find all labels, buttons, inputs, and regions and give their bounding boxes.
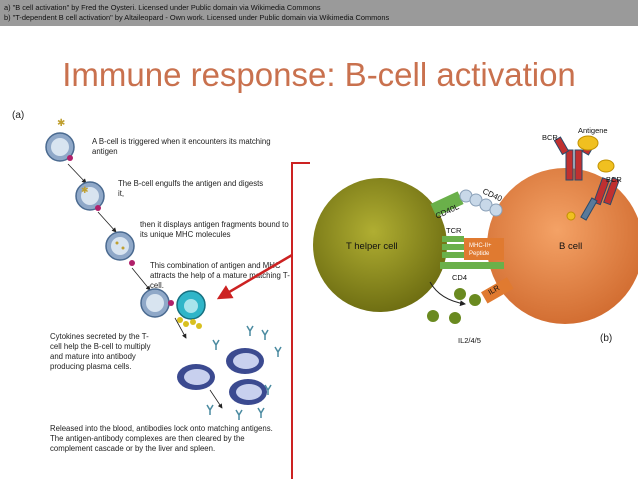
red-arrow bbox=[216, 253, 293, 300]
step-5-text: Cytokines secreted by the T-cell help th… bbox=[50, 332, 151, 371]
step-1-text: A B-cell is triggered when it encounters… bbox=[92, 137, 271, 156]
slide-title: Immune response: B-cell activation bbox=[62, 56, 576, 93]
svg-text:✱: ✱ bbox=[81, 185, 89, 195]
plasma-cells bbox=[177, 348, 267, 405]
b-cell-step-2: ✱ bbox=[75, 181, 105, 211]
antibodies bbox=[206, 325, 282, 420]
cytokine-arrow bbox=[429, 281, 466, 307]
cytokine-dots bbox=[427, 288, 481, 324]
cd40-cd40l-pair bbox=[430, 189, 503, 217]
tcr-mhc-complex bbox=[440, 236, 504, 269]
bcr-label-1: BCR bbox=[542, 133, 558, 142]
credit-line-a: a) "B cell activation" by Fred the Oyste… bbox=[4, 3, 321, 12]
antigene-label: Antigene bbox=[578, 126, 608, 135]
svg-text:✱: ✱ bbox=[57, 118, 65, 129]
b-cell-step-4 bbox=[140, 288, 206, 329]
step-6-text: Released into the blood, antibodies lock… bbox=[50, 424, 273, 453]
panel-b-label: (b) bbox=[600, 333, 613, 344]
b-cell-step-3 bbox=[105, 231, 135, 266]
bcr-antigen bbox=[553, 135, 620, 221]
mhc-peptide-label: MHC-II+Peptide bbox=[469, 243, 492, 257]
red-bracket bbox=[291, 162, 310, 479]
credit-line-b: b) "T-dependent B cell activation" by Al… bbox=[4, 13, 390, 22]
b-cell-circle bbox=[487, 168, 638, 324]
b-cell-label: B cell bbox=[559, 241, 582, 252]
panel-a-label: (a) bbox=[12, 110, 25, 121]
il-label: IL2/4/5 bbox=[458, 336, 481, 345]
t-helper-label: T helper cell bbox=[346, 241, 398, 252]
bcr-label-2: BCR bbox=[606, 175, 622, 184]
step-2-text: The B-cell engulfs the antigen and diges… bbox=[118, 179, 264, 198]
cd4-label: CD4 bbox=[452, 273, 467, 282]
tcr-label: TCR bbox=[446, 226, 462, 235]
b-cell-step-1: ✱ bbox=[45, 118, 75, 162]
t-helper-circle bbox=[313, 178, 447, 312]
credits-bar: a) "B cell activation" by Fred the Oyste… bbox=[0, 0, 638, 26]
ilr-receptor bbox=[481, 277, 514, 304]
step-3-text: then it displays antigen fragments bound… bbox=[140, 220, 289, 239]
step-4-text: This combination of antigen and MHC attr… bbox=[150, 261, 290, 290]
